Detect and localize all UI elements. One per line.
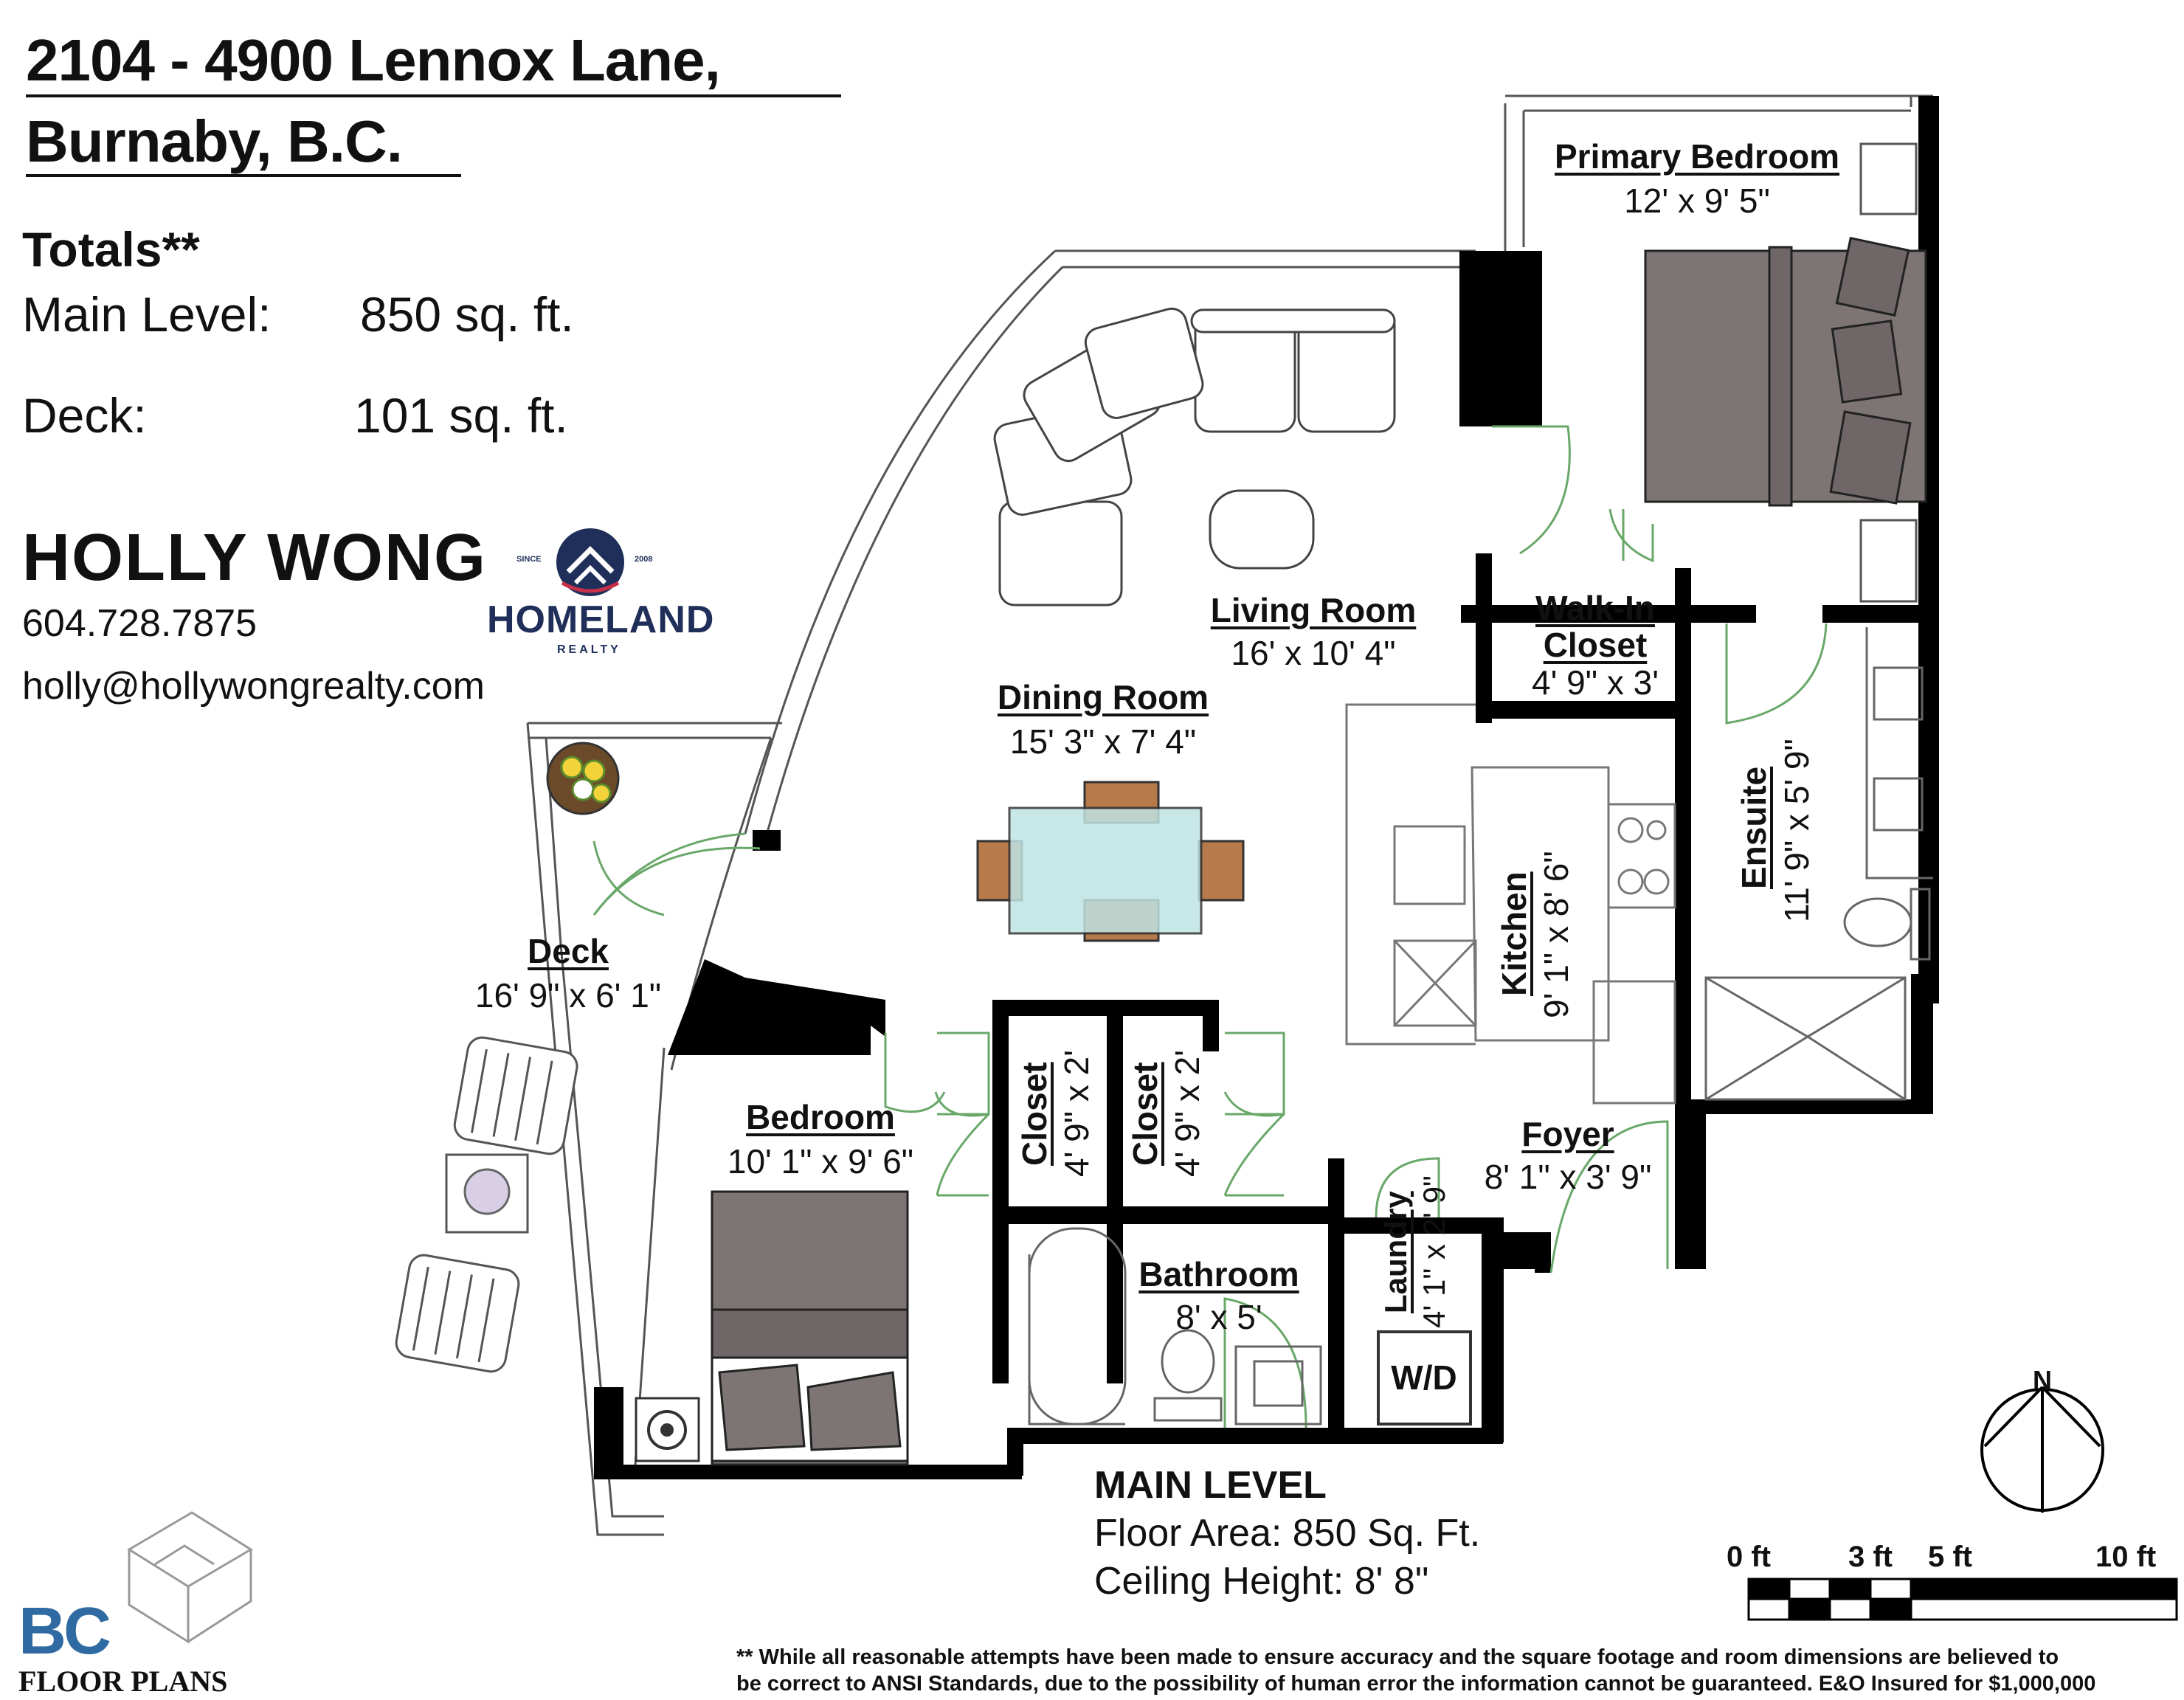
ceiling-height: Ceiling Height: 8' 8"	[1094, 1560, 1429, 1603]
bedroom-name: Bedroom	[746, 1098, 895, 1136]
walls	[594, 96, 1939, 1479]
scale-label-5: 5 ft	[1928, 1541, 1972, 1573]
homeland-logo-mark	[556, 528, 624, 596]
agent-phone[interactable]: 604.728.7875	[22, 602, 258, 645]
ensuite-name: Ensuite	[1735, 766, 1773, 889]
floor-area: Floor Area: 850 Sq. Ft.	[1094, 1512, 1481, 1555]
deck-total-value: 101 sq. ft.	[354, 388, 568, 443]
primary-bedroom-dim: 12' x 9' 5"	[1624, 182, 1770, 220]
main-level-value: 850 sq. ft.	[360, 287, 574, 342]
scale-label-10: 10 ft	[2095, 1541, 2157, 1573]
ensuite-dim: 11' 9" x 5' 9"	[1777, 739, 1816, 922]
homeland-sub: REALTY	[557, 643, 621, 656]
walk-in-closet-name-1: Walk-In	[1535, 589, 1655, 627]
dining-table	[976, 781, 1245, 942]
homeland-year: 2008	[635, 555, 653, 564]
address-line-2: Burnaby, B.C.	[26, 108, 403, 174]
bathroom-name: Bathroom	[1138, 1255, 1299, 1293]
foyer-dim: 8' 1" x 3' 9"	[1484, 1158, 1652, 1196]
homeland-since: SINCE	[516, 555, 542, 564]
homeland-name: HOMELAND	[487, 598, 715, 641]
laundry-dim: 4' 1" x 2' 9"	[1417, 1175, 1451, 1328]
scale-label-3: 3 ft	[1848, 1541, 1893, 1573]
deck-total-label: Deck:	[22, 388, 147, 443]
bedroom-bed	[635, 1190, 909, 1466]
living-room-dim: 16' x 10' 4"	[1231, 634, 1396, 672]
ensuite-fixtures	[1704, 627, 1933, 1101]
primary-bedroom-name: Primary Bedroom	[1554, 137, 1840, 176]
living-room-name: Living Room	[1210, 591, 1417, 629]
disclaimer-line-1: ** While all reasonable attempts have be…	[736, 1645, 2059, 1669]
kitchen-fixtures	[1345, 703, 1676, 1105]
closet-1-name: Closet	[1015, 1062, 1054, 1166]
walk-in-closet-dim: 4' 9" x 3'	[1532, 663, 1659, 702]
walk-in-closet-name-2: Closet	[1543, 626, 1648, 664]
foyer-name: Foyer	[1521, 1115, 1614, 1153]
bc-logo-mark-text: BC	[18, 1594, 111, 1668]
scale-label-0: 0 ft	[1727, 1541, 1771, 1573]
wd-unit	[1377, 1330, 1472, 1426]
kitchen-name: Kitchen	[1495, 871, 1533, 996]
sectional-sofa	[993, 307, 1396, 607]
scale-bar	[1747, 1578, 2178, 1621]
compass-rose	[1980, 1386, 2104, 1513]
dining-room-name: Dining Room	[997, 678, 1209, 716]
closet-2-dim: 4' 9" x 2'	[1168, 1050, 1206, 1177]
main-level-label: Main Level:	[22, 287, 272, 342]
bedroom-dim: 10' 1" x 9' 6"	[727, 1142, 914, 1181]
laundry-name: Laundry	[1378, 1191, 1413, 1313]
agent-email[interactable]: holly@hollywongrealty.com	[22, 665, 485, 708]
totals-heading: Totals**	[22, 222, 200, 277]
address-underline-1	[26, 94, 841, 97]
deck-dim: 16' 9" x 6' 1"	[474, 976, 662, 1015]
wd-label: W/D	[1391, 1358, 1457, 1397]
primary-bed	[1644, 142, 1927, 603]
bathroom-dim: 8' x 5'	[1175, 1298, 1262, 1336]
compass-north-label: N	[2033, 1365, 2052, 1395]
deck-name: Deck	[528, 932, 609, 970]
disclaimer-line-2: be correct to ANSI Standards, due to the…	[736, 1672, 2096, 1696]
address-underline-2	[26, 174, 461, 177]
kitchen-dim: 9' 1" x 8' 6"	[1537, 851, 1575, 1018]
level-title: MAIN LEVEL	[1094, 1464, 1327, 1507]
bc-logo-text: FLOOR PLANS	[18, 1665, 228, 1698]
deck-furniture	[395, 742, 620, 1373]
address-line-1: 2104 - 4900 Lennox Lane,	[26, 27, 721, 93]
closet-1-dim: 4' 9" x 2'	[1057, 1050, 1096, 1177]
bc-logo-mark	[127, 1511, 253, 1644]
closet-2-name: Closet	[1126, 1062, 1164, 1166]
agent-name: HOLLY WONG	[22, 521, 488, 595]
dining-room-dim: 15' 3" x 7' 4"	[1009, 722, 1197, 761]
bathroom-fixtures	[1028, 1227, 1322, 1426]
door-swings	[592, 425, 1828, 1428]
